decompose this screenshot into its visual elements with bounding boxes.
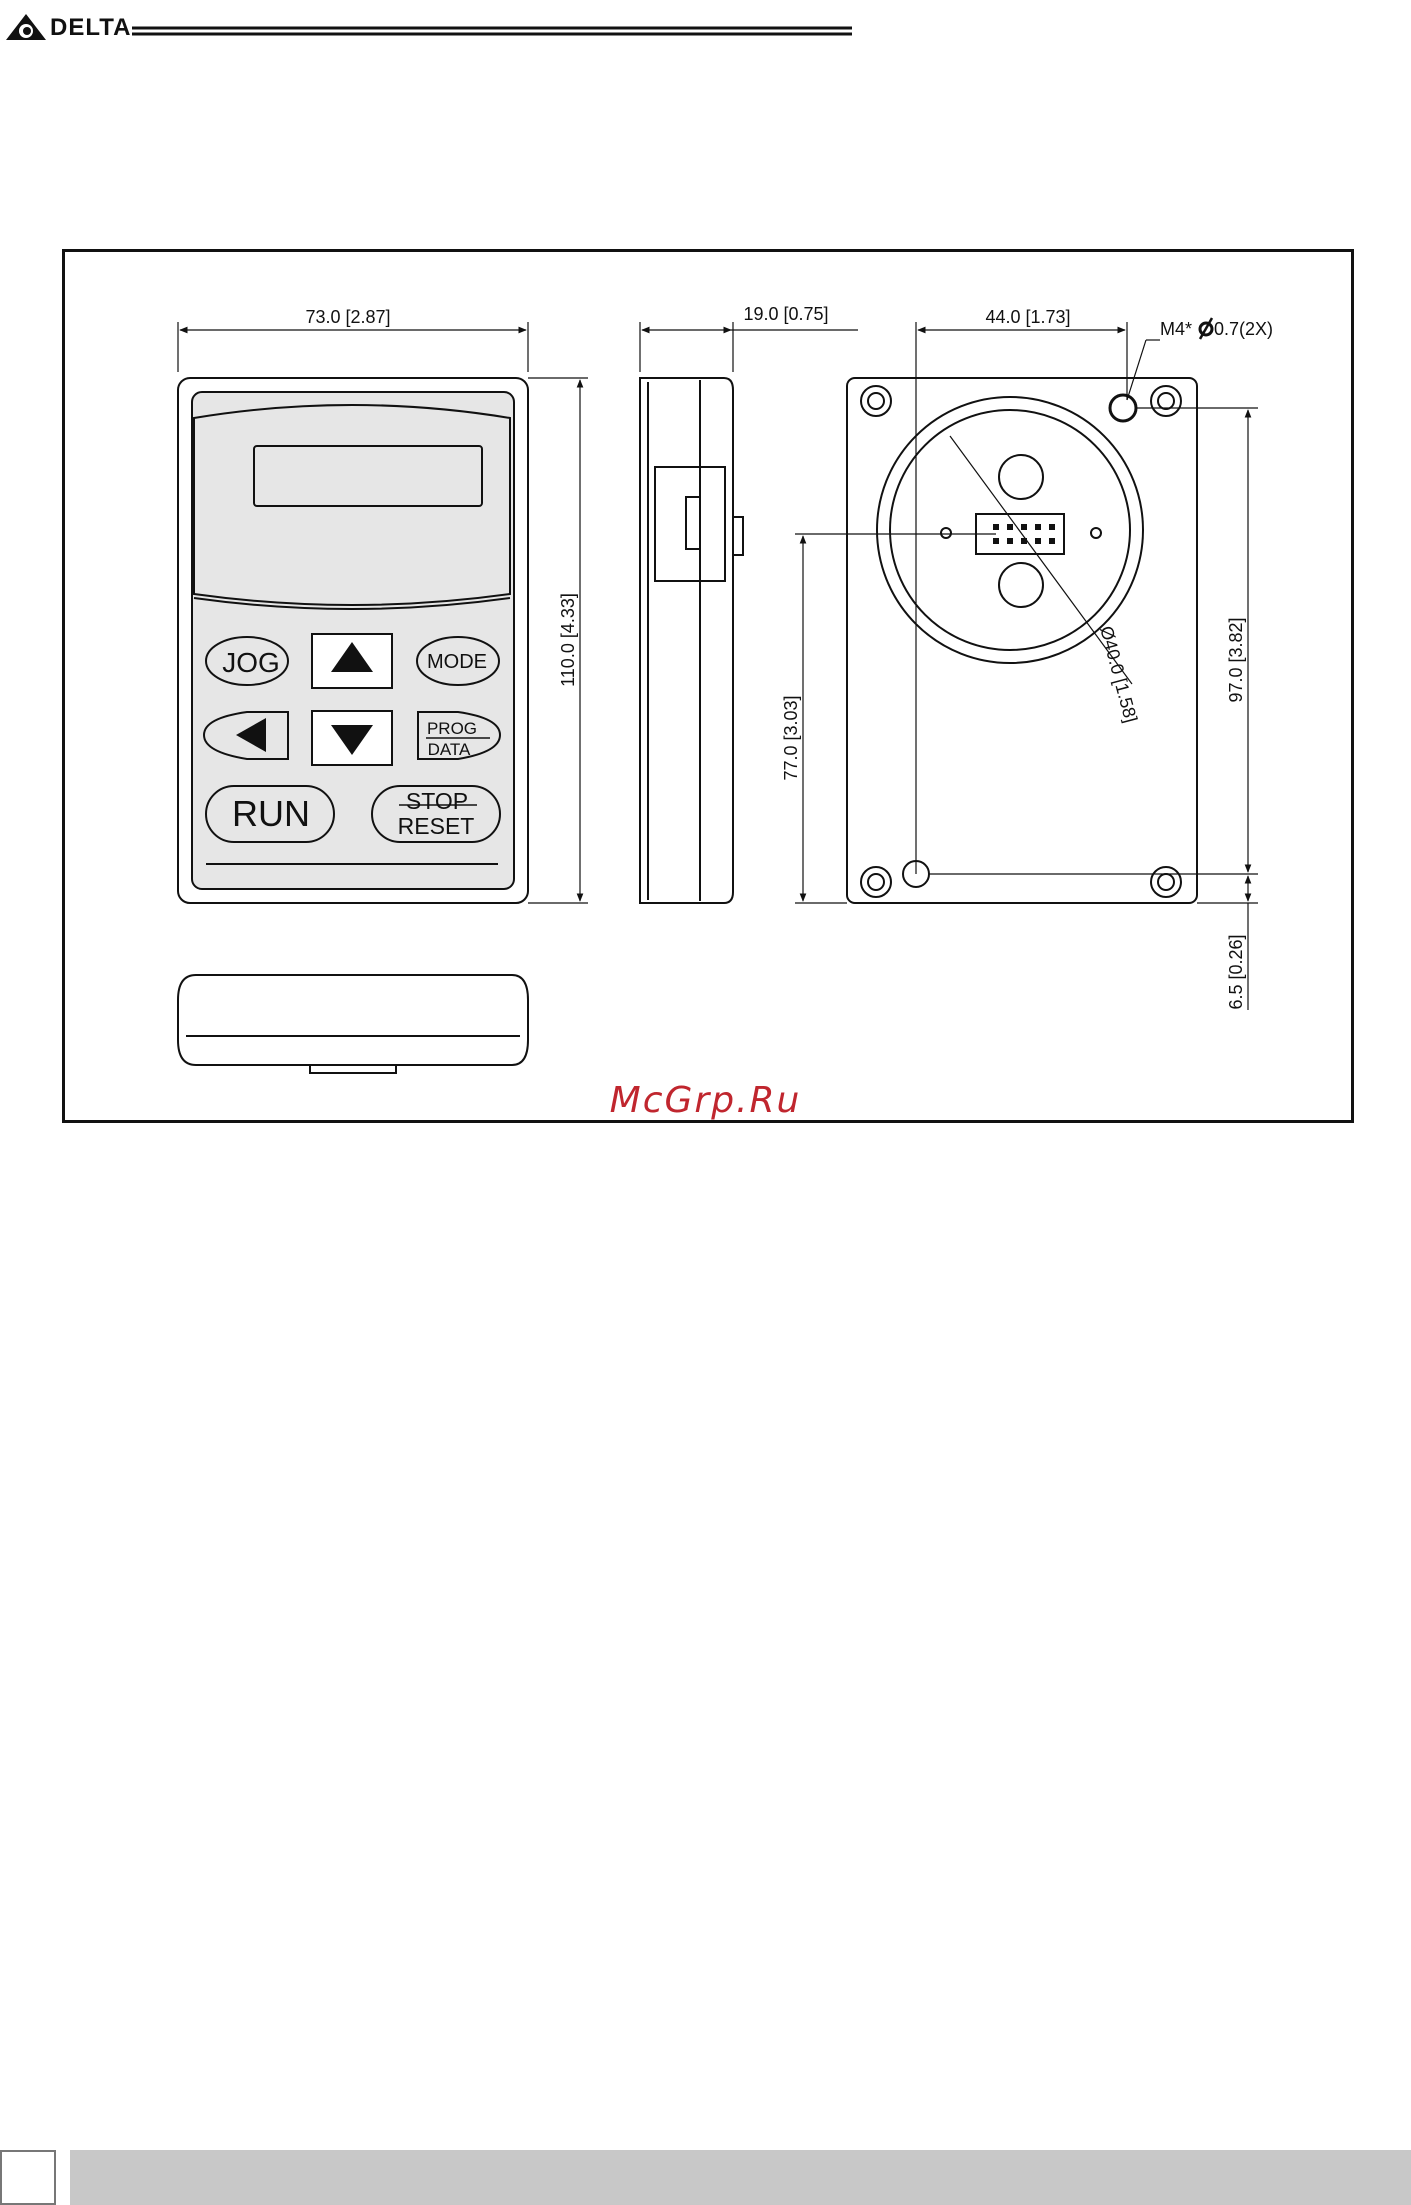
- dim-circle-diameter: Ø40.0 [1.58]: [1096, 624, 1141, 725]
- dim-connector-height: 77.0 [3.03]: [781, 695, 801, 780]
- diameter-symbol-icon: [1200, 318, 1212, 339]
- data-key-label: DATA: [428, 740, 471, 759]
- run-key-label: RUN: [232, 793, 310, 834]
- dim-side-depth: 19.0 [0.75]: [743, 304, 828, 324]
- dim-screw-note: M4*0.7(2X): [1160, 319, 1273, 339]
- dim-front-height: 110.0 [4.33]: [558, 593, 578, 687]
- dim-front-width: 73.0 [2.87]: [305, 307, 390, 327]
- mode-key-label: MODE: [427, 651, 487, 673]
- jog-key-label: JOG: [222, 647, 280, 678]
- bottom-view: [178, 975, 528, 1073]
- dim-bottom-offset: 6.5 [0.26]: [1226, 934, 1246, 1009]
- side-view: [640, 378, 743, 903]
- rear-view: [847, 378, 1197, 903]
- reset-key-label: RESET: [398, 813, 475, 839]
- page-number-box: [0, 2150, 56, 2205]
- stop-key-label: STOP: [406, 788, 468, 814]
- keypad-dimension-drawing: 73.0 [2.87] 110.0 [4.33] 19.0 [0.75] 44.…: [0, 0, 1411, 1200]
- lcd-window: [254, 446, 482, 506]
- dim-rear-vertical: 97.0 [3.82]: [1226, 617, 1246, 702]
- prog-key-label: PROG: [427, 719, 477, 738]
- footer-bar: [70, 2150, 1411, 2205]
- watermark-text: McGrp.Ru: [0, 1080, 1411, 1121]
- dim-rear-spacing: 44.0 [1.73]: [985, 307, 1070, 327]
- connector-pins: [993, 524, 1055, 544]
- front-view: [178, 378, 528, 903]
